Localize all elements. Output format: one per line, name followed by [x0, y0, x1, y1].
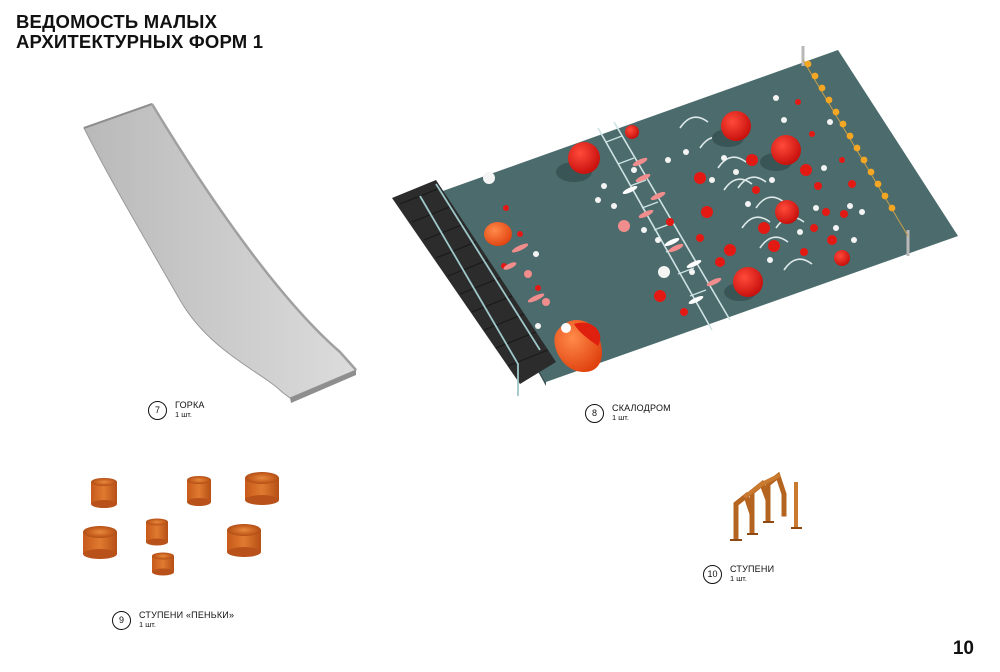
caption-stumps: 9 СТУПЕНИ «ПЕНЬКИ» 1 шт. — [112, 610, 234, 630]
item-number-badge: 7 — [148, 400, 167, 420]
title-line-1: ВЕДОМОСТЬ МАЛЫХ — [16, 11, 218, 32]
caption-climbing-wall: 8 СКАЛОДРОМ 1 шт. — [585, 403, 671, 423]
item-quantity: 1 шт. — [139, 620, 156, 629]
page-number: 10 — [952, 638, 974, 659]
item-name: ГОРКА — [175, 400, 205, 410]
slide-illustration — [83, 103, 357, 403]
item-quantity: 1 шт. — [175, 410, 192, 419]
title-line-2: АРХИТЕКТУРНЫХ ФОРМ 1 — [16, 31, 264, 52]
item-number-badge: 8 — [585, 403, 604, 423]
steps-illustration — [730, 471, 802, 541]
stump — [83, 526, 117, 559]
item-number-badge: 9 — [112, 610, 131, 630]
item-quantity: 1 шт. — [730, 574, 747, 583]
stump — [91, 478, 117, 508]
stump — [187, 476, 211, 506]
stump — [245, 472, 279, 505]
item-number-badge: 10 — [703, 564, 722, 584]
stump — [146, 518, 168, 546]
item-name: СКАЛОДРОМ — [612, 403, 671, 413]
item-quantity: 1 шт. — [612, 413, 629, 422]
page-title: ВЕДОМОСТЬ МАЛЫХ АРХИТЕКТУРНЫХ ФОРМ 1 — [16, 12, 263, 52]
item-name: СТУПЕНИ — [730, 564, 775, 574]
stump — [152, 552, 174, 576]
stump — [227, 524, 261, 557]
caption-slide: 7 ГОРКА 1 шт. — [148, 400, 205, 420]
stumps-illustration — [83, 472, 279, 576]
caption-steps: 10 СТУПЕНИ 1 шт. — [703, 564, 774, 584]
item-name: СТУПЕНИ «ПЕНЬКИ» — [139, 610, 235, 620]
climbing-wall-illustration — [392, 46, 958, 396]
